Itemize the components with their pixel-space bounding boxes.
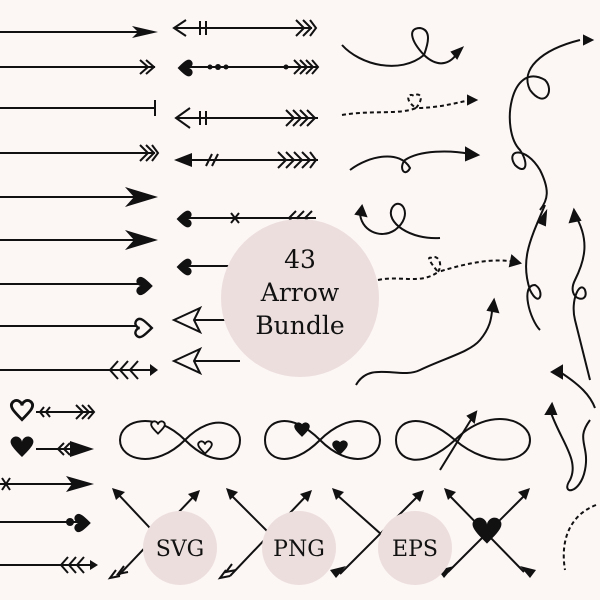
- spiral-arrow-icon: [526, 39, 581, 91]
- heart-arrow-icon: [10, 436, 94, 457]
- arrow-icon: [0, 556, 98, 574]
- arrow-icon: [0, 26, 158, 38]
- heart-arrow-icon: [177, 59, 320, 77]
- dashed-heart-arrow-icon: [377, 256, 516, 281]
- dashed-curve-arrow-icon: [562, 504, 597, 571]
- heart-arrows-column: [0, 399, 98, 574]
- arrow-icon: [174, 151, 318, 169]
- arrow-icon: [0, 476, 94, 492]
- curly-arrow-icon: [349, 150, 471, 174]
- arrow-icon: [0, 187, 158, 207]
- straight-arrows-column: [0, 26, 160, 380]
- heart-arrow-icon: [0, 317, 154, 339]
- arrow-icon: [0, 360, 158, 380]
- heart-arrow-icon: [9, 399, 96, 422]
- badge-line1: Arrow: [260, 278, 340, 307]
- vertical-curly-arrow-icon: [524, 204, 546, 331]
- infinity-icon: [118, 420, 242, 460]
- svg-label: SVG: [156, 537, 205, 562]
- dashed-heart-arrow-icon: [341, 93, 471, 116]
- arrow-icon: [174, 107, 318, 129]
- eps-format-badge: EPS: [378, 511, 452, 585]
- vertical-heart-arrow-icon: [571, 214, 591, 381]
- loop-arrow-icon: [359, 202, 441, 240]
- infinity-icon: [263, 420, 382, 460]
- loop-arrow-icon: [549, 409, 591, 492]
- arrow-icon: [0, 59, 156, 75]
- badge-count: 43: [284, 245, 316, 274]
- arrow-icon: [0, 100, 156, 116]
- svg-format-badge: SVG: [143, 511, 217, 585]
- small-curve-arrow-icon: [559, 371, 596, 409]
- wavy-arrow-icon: [355, 303, 495, 386]
- title-badge: 43 Arrow Bundle: [221, 219, 379, 377]
- curly-heart-arrow-icon: [341, 26, 459, 67]
- arrow-icon: [0, 144, 160, 162]
- format-badges: SVG PNG EPS: [143, 511, 452, 585]
- heart-arrow-icon: [0, 276, 153, 296]
- arrow-icon: [172, 19, 318, 37]
- png-format-badge: PNG: [262, 511, 336, 585]
- badge-line2: Bundle: [255, 311, 344, 340]
- crossed-arrows-icon: [438, 488, 536, 578]
- infinity-icon: [394, 410, 532, 471]
- arrow-icon: [0, 230, 158, 250]
- infinity-row: [118, 410, 532, 471]
- curly-arrows: [341, 26, 597, 571]
- png-label: PNG: [273, 537, 325, 562]
- heart-arrow-icon: [0, 513, 91, 533]
- eps-label: EPS: [392, 537, 438, 562]
